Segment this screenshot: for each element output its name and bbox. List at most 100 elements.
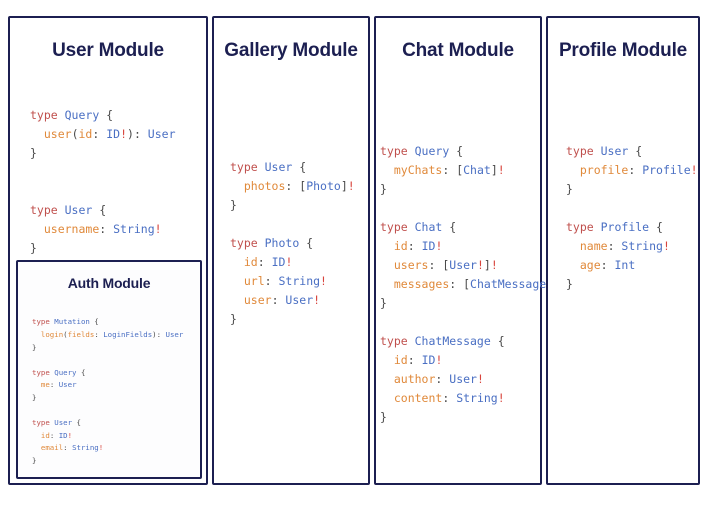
code-token-punc: { (89, 317, 99, 327)
code-token-type: Profile (642, 162, 691, 177)
module-panel-auth[interactable]: Auth Module type Mutation { login(fields… (16, 260, 202, 479)
code-token-punc: } (30, 145, 37, 160)
code-token-punc: [ (456, 162, 464, 177)
code-token-punc: } (380, 181, 387, 196)
code-token-punc: { (299, 235, 314, 250)
code-token-punc: { (442, 219, 457, 234)
code-token-type: String (113, 221, 155, 236)
code-token-punc: : (442, 390, 457, 405)
code-token-punc (230, 274, 244, 288)
code-token-field: id (78, 126, 93, 141)
code-token-bang: ! (347, 178, 355, 193)
code-token-punc: [ (299, 178, 307, 193)
code-token-bang: ! (313, 292, 321, 307)
module-title-auth: Auth Module (67, 275, 151, 291)
code-token-field: user (43, 126, 72, 141)
code-token-field: content (393, 390, 443, 405)
module-panel-user[interactable]: User Module type Query { user(id: ID!): … (8, 16, 208, 485)
code-token-type: ChatMessage (414, 333, 491, 348)
code-token-kw: type (380, 333, 415, 348)
module-title-chat: Chat Module (402, 40, 514, 61)
code-token-type: User (147, 126, 176, 141)
code-token-punc (380, 353, 394, 367)
code-token-kw: type (32, 367, 55, 377)
code-token-punc (32, 431, 41, 440)
code-token-punc (230, 179, 244, 193)
code-token-bang: ! (690, 162, 698, 177)
code-token-type: User (264, 159, 293, 174)
code-token-type: User (449, 371, 477, 386)
code-token-type: ID (271, 254, 286, 269)
code-token-punc: : (628, 162, 643, 177)
module-panel-chat[interactable]: Chat Module type Query { myChats: [Chat]… (374, 16, 560, 485)
module-title-user: User Module (52, 40, 164, 61)
code-token-bang: ! (320, 273, 327, 288)
code-token-punc: { (628, 143, 643, 158)
code-token-type: LoginFields (103, 329, 153, 339)
code-token-kw: type (566, 219, 601, 234)
code-token-punc (32, 443, 41, 452)
code-token-punc: [ (463, 276, 471, 291)
code-token-bang: ! (497, 162, 505, 177)
schema-code-auth: type Mutation { login(fields: LoginField… (32, 316, 183, 467)
code-token-punc (32, 380, 41, 389)
code-token-punc: } (380, 409, 387, 424)
code-token-punc: } (230, 197, 237, 212)
code-token-punc: { (72, 418, 81, 428)
code-token-field: profile (579, 162, 629, 177)
code-token-punc: : (63, 443, 73, 453)
code-token-punc: : (407, 352, 422, 367)
code-token-type: Mutation (54, 317, 90, 327)
code-token-punc: { (649, 219, 663, 234)
code-token-punc: : (407, 238, 422, 253)
code-token-type: User (285, 292, 314, 307)
code-token-type: Query (64, 107, 100, 122)
code-token-bang: ! (476, 371, 484, 386)
code-token-type: User (58, 380, 77, 390)
code-token-type: Photo (264, 235, 300, 250)
code-token-punc (380, 391, 394, 405)
schema-code-profile: type User { profile: Profile! } type Pro… (566, 142, 698, 294)
code-token-kw: type (30, 107, 65, 122)
code-token-kw: type (230, 235, 265, 250)
code-token-punc: ( (71, 126, 79, 141)
code-token-punc: } (32, 392, 37, 402)
code-token-field: url (243, 273, 265, 288)
code-token-punc: : (49, 380, 59, 390)
module-title-gallery: Gallery Module (224, 40, 358, 61)
code-token-type: ID (421, 238, 436, 253)
code-token-kw: type (32, 418, 55, 428)
code-token-punc: { (292, 159, 307, 174)
code-token-kw: type (566, 143, 601, 158)
code-token-punc (380, 163, 394, 177)
code-token-field: id (393, 352, 408, 367)
code-token-field: id (40, 430, 50, 440)
schema-code-user: type Query { user(id: ID!): User } type … (30, 106, 176, 258)
module-panel-gallery[interactable]: Gallery Module type User { photos: [Phot… (212, 16, 370, 485)
code-token-punc: : (271, 292, 286, 307)
code-token-type: String (278, 273, 321, 288)
code-token-punc (32, 330, 41, 339)
code-token-field: fields (67, 329, 95, 339)
code-token-punc: ): (127, 126, 148, 141)
code-token-bang: ! (98, 443, 104, 453)
code-token-type: User (54, 418, 73, 428)
code-token-field: user (243, 292, 272, 307)
code-token-punc: ] (340, 178, 348, 193)
code-token-punc (566, 258, 580, 272)
code-token-punc: : (600, 257, 615, 272)
code-token-punc: : (449, 276, 464, 291)
schema-code-chat: type Query { myChats: [Chat]! } type Cha… (380, 142, 560, 427)
code-token-field: me (40, 380, 50, 390)
code-token-field: name (579, 238, 608, 253)
code-token-field: author (393, 371, 436, 386)
code-token-field: id (393, 238, 408, 253)
code-token-bang: ! (435, 238, 443, 253)
code-token-kw: type (32, 317, 55, 327)
module-panel-profile[interactable]: Profile Module type User { profile: Prof… (546, 16, 700, 485)
code-token-type: ID (58, 430, 68, 440)
code-token-punc: } (32, 342, 37, 352)
code-token-type: Query (54, 367, 77, 377)
code-token-punc: : (607, 238, 622, 253)
code-token-type: Int (614, 257, 636, 272)
